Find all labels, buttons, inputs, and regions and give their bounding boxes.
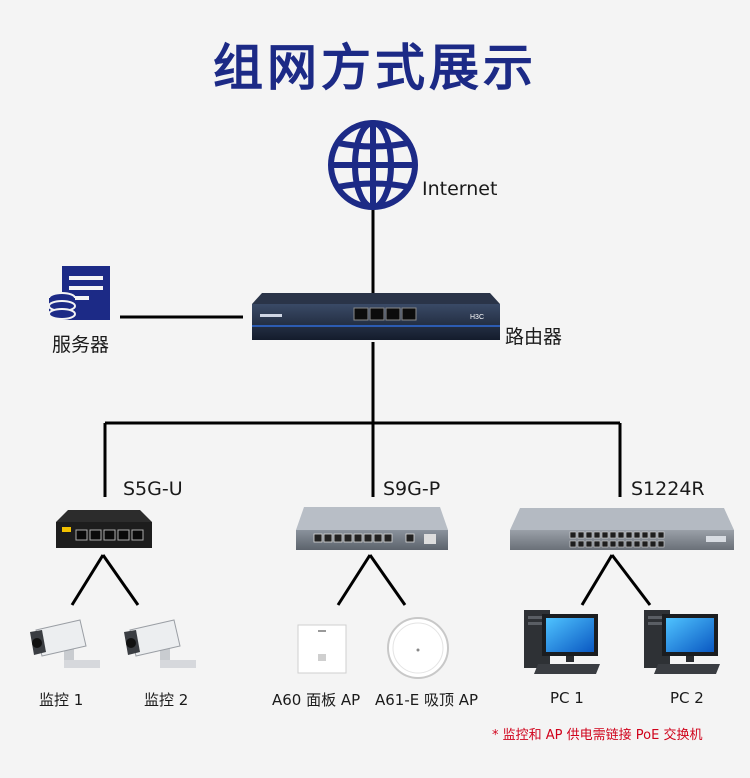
pc-1-label: PC 1 [550,689,584,707]
camera-1-icon [30,619,100,668]
line-sw-right-pc1 [580,554,614,606]
server-icon [48,266,110,320]
switch-left-device [56,510,152,548]
camera-1-label: 监控 1 [39,691,84,709]
switch-mid-device [296,507,448,550]
switch-right-device [510,508,734,550]
router-label: 路由器 [505,326,563,348]
line-sw-left-cam2 [101,554,140,606]
poe-footnote: * 监控和 AP 供电需链接 PoE 交换机 [492,728,703,743]
line-sw-left-cam1 [70,554,105,606]
camera-2-label: 监控 2 [144,691,189,709]
pc-2-icon [644,610,720,674]
router-device: H3C [252,293,500,340]
line-sw-mid-ap1 [336,554,372,606]
globe-icon [328,120,418,210]
camera-2-icon [124,619,196,668]
ceiling-ap-label: A61-E 吸顶 AP [375,691,479,709]
pc-1-icon [524,610,600,674]
page-title: 组网方式展示 [213,39,537,97]
server-label: 服务器 [52,334,110,356]
pc-2-label: PC 2 [670,689,704,707]
switch-left-label: S5G-U [123,478,183,500]
line-sw-mid-ap2 [368,554,407,606]
switch-mid-label: S9G-P [383,478,441,500]
panel-ap-icon [297,624,347,674]
internet-label: Internet [422,178,498,200]
line-sw-right-pc2 [610,554,652,606]
switch-right-label: S1224R [631,478,705,500]
ceiling-ap-icon [387,617,449,679]
connection-lines [70,208,652,606]
panel-ap-label: A60 面板 AP [272,691,361,709]
router-brand-mark: H3C [470,314,484,321]
